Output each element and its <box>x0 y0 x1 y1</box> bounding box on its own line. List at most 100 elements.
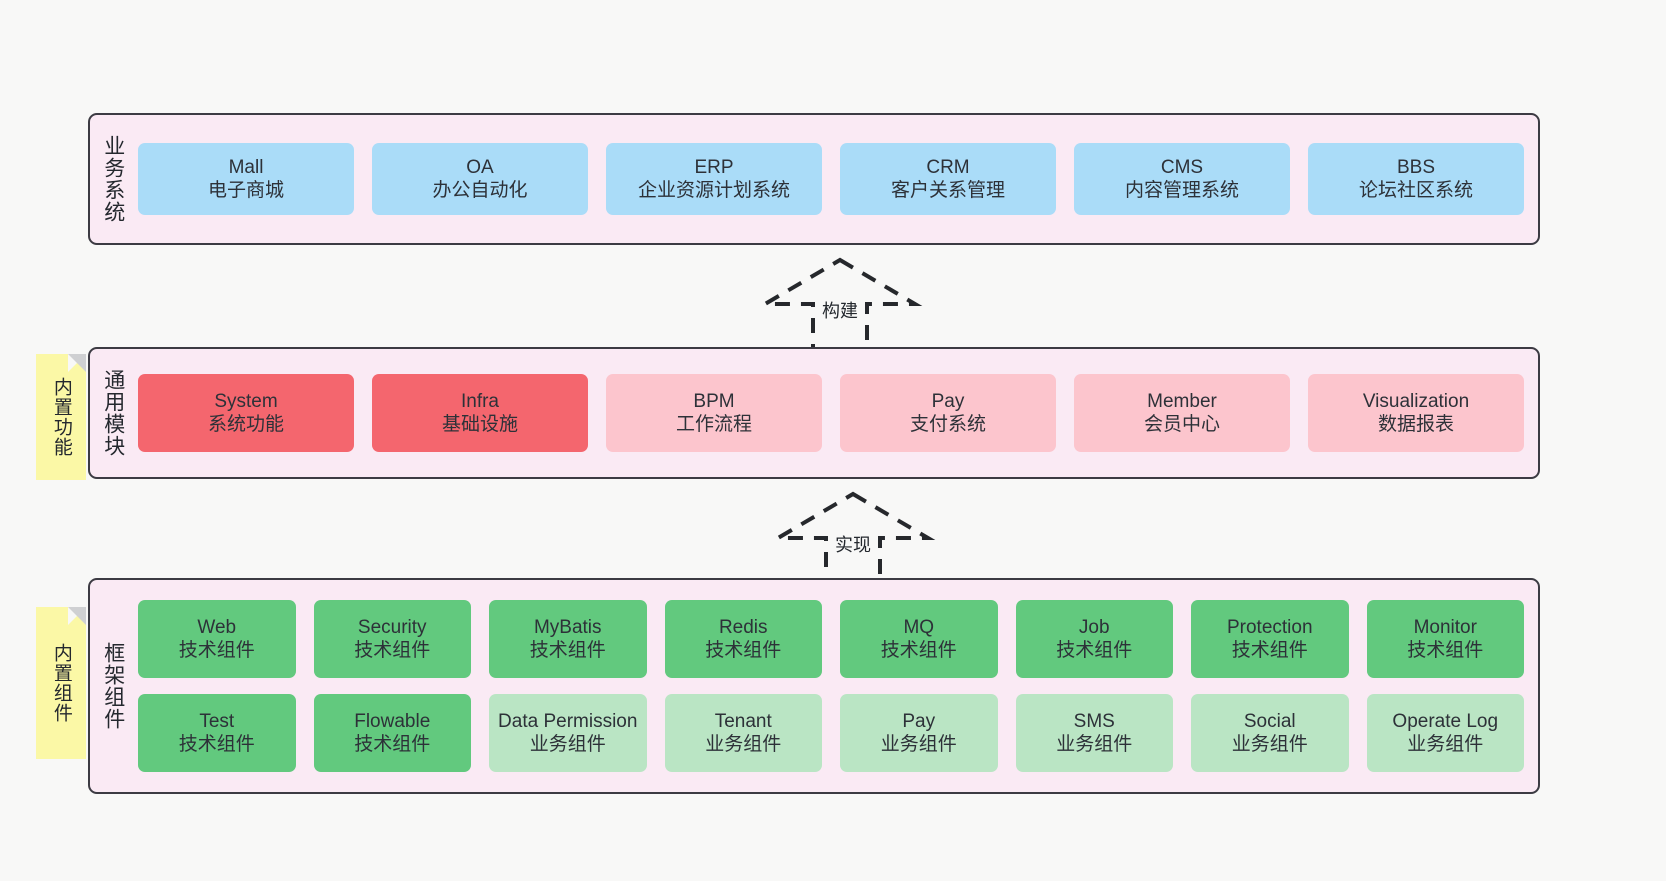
cell-pay-component[interactable]: Pay 业务组件 <box>840 694 998 772</box>
cell-test[interactable]: Test 技术组件 <box>138 694 296 772</box>
layer-title-business: 业务系统 <box>101 135 125 223</box>
cell-system-name: System <box>214 390 278 412</box>
cell-pay-module-sub: 支付系统 <box>909 414 986 435</box>
cell-web[interactable]: Web 技术组件 <box>138 600 296 678</box>
cell-operate-log-name: Operate Log <box>1392 710 1499 732</box>
cell-erp[interactable]: ERP 企业资源计划系统 <box>606 143 822 215</box>
cell-sms-sub: 业务组件 <box>1056 734 1133 755</box>
cell-mq-sub: 技术组件 <box>880 640 957 661</box>
cell-mybatis[interactable]: MyBatis 技术组件 <box>489 600 647 678</box>
cell-tenant[interactable]: Tenant 业务组件 <box>664 694 822 772</box>
cell-pay-component-name: Pay <box>902 710 936 732</box>
cell-security[interactable]: Security 技术组件 <box>313 600 471 678</box>
layer-framework-row-1: Web 技术组件 Security 技术组件 MyBatis 技术组件 Redi… <box>138 600 1524 678</box>
cell-protection-sub: 技术组件 <box>1231 640 1308 661</box>
cell-job[interactable]: Job 技术组件 <box>1015 600 1173 678</box>
cell-mall-sub: 电子商城 <box>207 180 284 201</box>
cell-bbs-sub: 论坛社区系统 <box>1358 180 1473 201</box>
layer-body-business: Mall 电子商城 OA 办公自动化 ERP 企业资源计划系统 CRM 客户关系… <box>136 115 1538 243</box>
cell-mall-name: Mall <box>228 156 264 178</box>
layer-body-common: System 系统功能 Infra 基础设施 BPM 工作流程 Pay 支付系统… <box>136 349 1538 477</box>
cell-monitor[interactable]: Monitor 技术组件 <box>1366 600 1524 678</box>
cell-test-sub: 技术组件 <box>178 734 255 755</box>
cell-web-sub: 技术组件 <box>178 640 255 661</box>
cell-mybatis-name: MyBatis <box>533 616 602 638</box>
connector-implement: 实现 <box>768 491 938 592</box>
note-builtin-components: 内置组件 <box>36 607 86 759</box>
cell-oa[interactable]: OA 办公自动化 <box>372 143 588 215</box>
cell-monitor-name: Monitor <box>1413 616 1477 638</box>
cell-social[interactable]: Social 业务组件 <box>1191 694 1349 772</box>
cell-data-permission-sub: 业务组件 <box>529 734 606 755</box>
cell-cms[interactable]: CMS 内容管理系统 <box>1074 143 1290 215</box>
layer-business-row-1: Mall 电子商城 OA 办公自动化 ERP 企业资源计划系统 CRM 客户关系… <box>138 143 1524 215</box>
layer-body-framework: Web 技术组件 Security 技术组件 MyBatis 技术组件 Redi… <box>136 580 1538 792</box>
cell-mq-name: MQ <box>903 616 935 638</box>
cell-member-name: Member <box>1147 390 1217 412</box>
cell-sms-name: SMS <box>1073 710 1115 732</box>
connector-build-shape <box>757 257 923 356</box>
note-builtin-features-label: 内置功能 <box>50 377 72 457</box>
cell-mall[interactable]: Mall 电子商城 <box>138 143 354 215</box>
note-builtin-features: 内置功能 <box>36 354 86 480</box>
cell-job-sub: 技术组件 <box>1056 640 1133 661</box>
cell-flowable[interactable]: Flowable 技术组件 <box>313 694 471 772</box>
cell-member[interactable]: Member 会员中心 <box>1074 374 1290 452</box>
cell-protection[interactable]: Protection 技术组件 <box>1191 600 1349 678</box>
connector-build: 构建 <box>755 257 925 358</box>
cell-cms-name: CMS <box>1160 156 1204 178</box>
cell-mq[interactable]: MQ 技术组件 <box>840 600 998 678</box>
cell-cms-sub: 内容管理系统 <box>1124 180 1239 201</box>
cell-flowable-name: Flowable <box>354 710 431 732</box>
cell-sms[interactable]: SMS 业务组件 <box>1015 694 1173 772</box>
layer-framework-components: 框架组件 Web 技术组件 Security 技术组件 MyBatis 技术组件… <box>88 578 1540 794</box>
cell-tenant-name: Tenant <box>714 710 772 732</box>
cell-pay-module[interactable]: Pay 支付系统 <box>840 374 1056 452</box>
cell-infra-name: Infra <box>460 390 500 412</box>
cell-security-sub: 技术组件 <box>354 640 431 661</box>
cell-social-sub: 业务组件 <box>1231 734 1308 755</box>
cell-oa-sub: 办公自动化 <box>432 180 528 201</box>
cell-redis[interactable]: Redis 技术组件 <box>664 600 822 678</box>
cell-bpm[interactable]: BPM 工作流程 <box>606 374 822 452</box>
connector-implement-shape <box>770 491 936 590</box>
cell-pay-module-name: Pay <box>931 390 965 412</box>
cell-web-name: Web <box>197 616 237 638</box>
cell-infra[interactable]: Infra 基础设施 <box>372 374 588 452</box>
cell-test-name: Test <box>199 710 235 732</box>
cell-visualization-name: Visualization <box>1362 390 1470 412</box>
cell-redis-name: Redis <box>718 616 768 638</box>
note-builtin-components-label: 内置组件 <box>50 643 72 723</box>
cell-pay-component-sub: 业务组件 <box>880 734 957 755</box>
cell-erp-name: ERP <box>694 156 734 178</box>
cell-data-permission-name: Data Permission <box>498 710 638 732</box>
cell-security-name: Security <box>357 616 427 638</box>
cell-bbs-name: BBS <box>1396 156 1436 178</box>
cell-member-sub: 会员中心 <box>1143 414 1220 435</box>
cell-crm[interactable]: CRM 客户关系管理 <box>840 143 1056 215</box>
cell-visualization-sub: 数据报表 <box>1377 414 1454 435</box>
cell-visualization[interactable]: Visualization 数据报表 <box>1308 374 1524 452</box>
cell-oa-name: OA <box>466 156 494 178</box>
cell-redis-sub: 技术组件 <box>705 640 782 661</box>
cell-crm-sub: 客户关系管理 <box>890 180 1005 201</box>
note-fold-icon <box>68 354 86 372</box>
cell-bbs[interactable]: BBS 论坛社区系统 <box>1308 143 1524 215</box>
cell-bpm-name: BPM <box>693 390 735 412</box>
layer-common-modules: 通用模块 System 系统功能 Infra 基础设施 BPM 工作流程 Pay… <box>88 347 1540 479</box>
cell-monitor-sub: 技术组件 <box>1407 640 1484 661</box>
cell-operate-log[interactable]: Operate Log 业务组件 <box>1366 694 1524 772</box>
cell-data-permission[interactable]: Data Permission 业务组件 <box>489 694 647 772</box>
cell-job-name: Job <box>1078 616 1110 638</box>
cell-tenant-sub: 业务组件 <box>705 734 782 755</box>
cell-protection-name: Protection <box>1226 616 1313 638</box>
cell-system-sub: 系统功能 <box>207 414 284 435</box>
cell-erp-sub: 企业资源计划系统 <box>637 180 790 201</box>
cell-operate-log-sub: 业务组件 <box>1407 734 1484 755</box>
cell-flowable-sub: 技术组件 <box>354 734 431 755</box>
cell-system[interactable]: System 系统功能 <box>138 374 354 452</box>
layer-title-framework: 框架组件 <box>101 642 125 730</box>
layer-common-row-1: System 系统功能 Infra 基础设施 BPM 工作流程 Pay 支付系统… <box>138 374 1524 452</box>
cell-mybatis-sub: 技术组件 <box>529 640 606 661</box>
